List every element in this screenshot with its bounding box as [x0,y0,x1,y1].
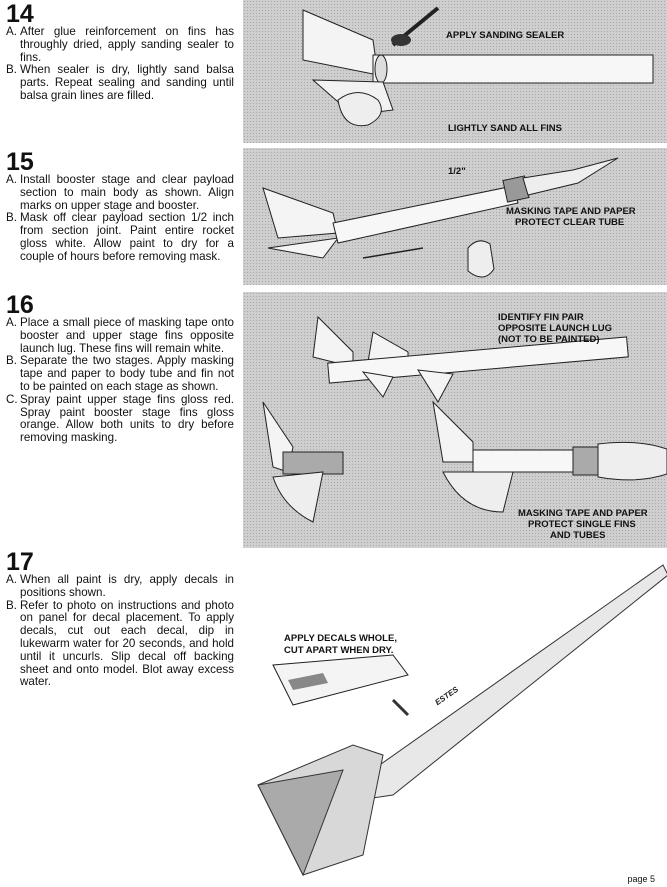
step-14: 14 A.After glue reinforcement on fins ha… [6,2,234,103]
item-text: Refer to photo on instructions and photo… [20,598,234,689]
item-letter: A. [6,573,17,586]
item-text: Spray paint upper stage fins gloss red. … [20,392,234,445]
item-text: Separate the two stages. Apply masking t… [20,354,234,393]
label-apply-sanding-sealer: APPLY SANDING SEALER [446,30,565,41]
item-text: Mask off clear payload section 1/2 inch … [20,211,234,263]
step-number: 15 [6,148,34,176]
step-item: B.Mask off clear payload section 1/2 inc… [6,211,234,263]
item-letter: B. [6,63,17,77]
item-letter: C. [6,392,18,406]
step-number: 14 [6,0,34,28]
item-text: Place a small piece of masking tape onto… [20,316,234,355]
label-and-tubes: AND TUBES [550,530,606,541]
label-opposite-launch-lug: OPPOSITE LAUNCH LUG [498,323,613,334]
illustration-step-15: 1/2" MASKING TAPE AND PAPER PROTECT CLEA… [243,148,667,285]
step-item: C.Spray paint upper stage fins gloss red… [6,392,234,445]
page-number: page 5 [627,874,655,884]
label-protect-single-fins: PROTECT SINGLE FINS [528,519,636,530]
item-letter: A. [6,316,17,329]
step-item: B.When sealer is dry, lightly sand balsa… [6,63,234,102]
label-apply-decals-whole: APPLY DECALS WHOLE, [284,633,397,644]
item-letter: B. [6,354,17,368]
item-letter: B. [6,211,17,225]
step-15: 15 A.Install booster stage and clear pay… [6,150,234,264]
step-17: 17 A.When all paint is dry, apply decals… [6,550,234,689]
item-letter: A. [6,25,17,38]
step-number: 16 [6,291,34,319]
item-letter: A. [6,173,17,186]
step-item: B.Refer to photo on instructions and pho… [6,598,234,690]
step-number: 17 [6,548,34,576]
fin-sanding-drawing [302,6,654,127]
step-16: 16 A.Place a small piece of masking tape… [6,293,234,445]
label-masking-tape-paper: MASKING TAPE AND PAPER [518,508,648,519]
item-text: When all paint is dry, apply decals in p… [20,573,234,599]
item-text: After glue reinforcement on fins has thr… [20,25,234,64]
step-item: A.After glue reinforcement on fins has t… [6,25,234,64]
illustration-step-16: IDENTIFY FIN PAIR OPPOSITE LAUNCH LUG (N… [243,292,667,548]
item-text: When sealer is dry, lightly sand balsa p… [20,63,234,102]
step-item: A.When all paint is dry, apply decals in… [6,573,234,600]
label-lightly-sand: LIGHTLY SAND ALL FINS [448,123,563,134]
label-protect-clear-tube: PROTECT CLEAR TUBE [515,217,625,228]
step-item: A.Place a small piece of masking tape on… [6,316,234,355]
item-letter: B. [6,598,17,612]
label-not-painted: (NOT TO BE PAINTED) [498,334,600,345]
label-cut-apart: CUT APART WHEN DRY. [284,645,394,656]
illustration-step-14: APPLY SANDING SEALER LIGHTLY SAND ALL FI… [243,0,667,143]
step-item: B.Separate the two stages. Apply masking… [6,354,234,393]
finished-rocket-drawing [257,564,667,877]
dimension-label: 1/2" [448,166,466,177]
rocket-masking-drawing [262,157,619,278]
stages-masking-drawing [262,315,667,523]
label-identify-fin-pair: IDENTIFY FIN PAIR [498,312,584,323]
step-item: A.Install booster stage and clear payloa… [6,173,234,212]
item-text: Install booster stage and clear payload … [20,173,234,212]
label-masking-tape: MASKING TAPE AND PAPER [506,206,636,217]
